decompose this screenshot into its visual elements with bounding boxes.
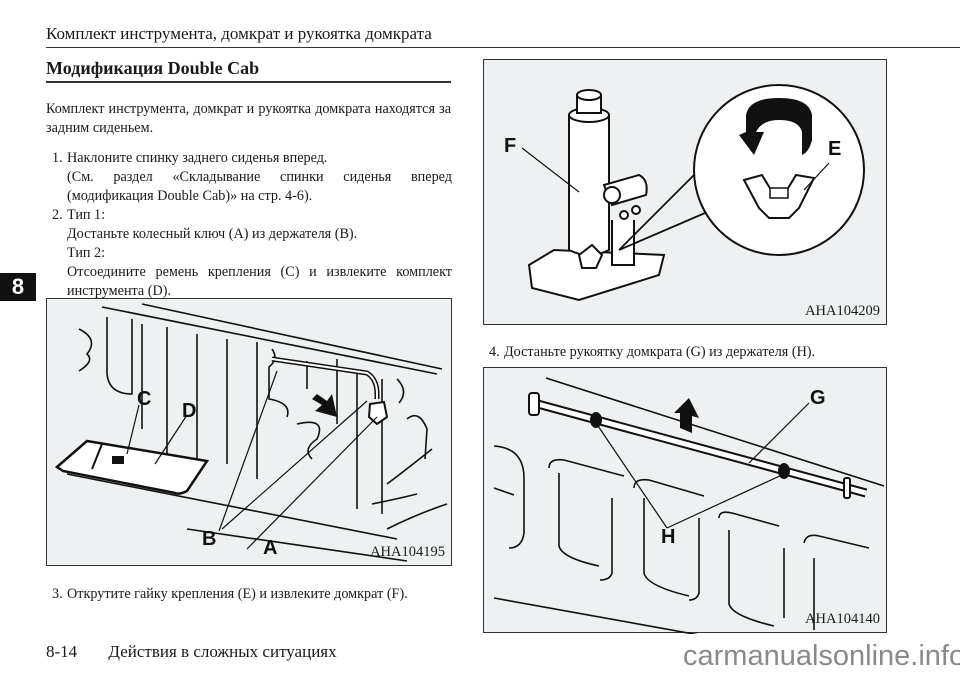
figure-jack-handle: G H AHA104140	[483, 367, 887, 634]
figure-tool-kit: C D B A AHA104195	[46, 298, 452, 566]
step-text: Наклоните спинку заднего сиденья вперед.	[67, 150, 328, 166]
step-text: Достаньте рукоятку домкрата (G) из держа…	[504, 344, 816, 360]
figure-code: AHA104140	[805, 611, 880, 627]
step-note: (См. раздел «Складывание спинки сиденья …	[67, 169, 452, 204]
step-text: Достаньте колесный ключ (A) из держателя…	[67, 226, 358, 242]
step-text: Открутите гайку крепления (E) и извлекит…	[67, 586, 408, 602]
strap-buckle	[112, 456, 124, 464]
running-header: Комплект инструмента, домкрат и рукоятка…	[46, 24, 432, 43]
figure-jack: F E AHA104209	[483, 59, 887, 325]
callout-c: C	[137, 388, 151, 410]
intro-paragraph: Комплект инструмента, домкрат и рукоятка…	[46, 101, 451, 136]
section-title: Модификация Double Cab	[46, 58, 260, 78]
steps-list: 1. Наклоните спинку заднего сиденья впер…	[52, 149, 452, 301]
page-number: 8-14	[46, 642, 78, 661]
section-divider	[46, 81, 451, 83]
page-footer: 8-14 Действия в сложных ситуациях	[46, 642, 337, 662]
step-number: 4.	[489, 344, 500, 360]
watermark: carmanualsonline.info	[683, 640, 960, 672]
callout-f: F	[504, 135, 516, 157]
step-2: 2. Тип 1: Достаньте колесный ключ (A) из…	[52, 206, 452, 301]
direction-arrow-icon	[312, 394, 337, 417]
figure-code: AHA104209	[805, 303, 880, 319]
figure-code: AHA104195	[370, 544, 445, 560]
callout-d: D	[182, 400, 196, 422]
header-divider	[46, 47, 960, 48]
callout-g: G	[810, 387, 826, 409]
holder-clip	[590, 412, 602, 428]
step-number: 3.	[52, 586, 63, 602]
step-number: 1.	[52, 150, 63, 166]
step-4: 4. Достаньте рукоятку домкрата (G) из де…	[489, 343, 815, 362]
callout-h: H	[661, 526, 675, 548]
tool-kit-illustration: C D B A	[54, 303, 448, 562]
step-text: Отсоедините ремень крепления (C) и извле…	[67, 264, 452, 299]
callout-a: A	[263, 537, 277, 559]
jack-handle-illustration: G H	[493, 377, 885, 634]
step-1: 1. Наклоните спинку заднего сиденья впер…	[52, 149, 452, 206]
callout-e: E	[828, 138, 841, 160]
step-3: 3. Открутите гайку крепления (E) и извле…	[52, 585, 408, 604]
step-type-label: Тип 2:	[67, 245, 106, 261]
rotate-arrow-icon	[739, 98, 812, 155]
holder-clip	[778, 463, 790, 479]
callout-b: B	[202, 528, 216, 550]
chapter-title: Действия в сложных ситуациях	[108, 642, 337, 661]
step-type-label: Тип 1:	[67, 207, 106, 223]
chapter-tab: 8	[0, 273, 36, 301]
jack-illustration: F E	[504, 84, 865, 302]
up-arrow-icon	[674, 398, 699, 433]
step-number: 2.	[52, 207, 63, 223]
